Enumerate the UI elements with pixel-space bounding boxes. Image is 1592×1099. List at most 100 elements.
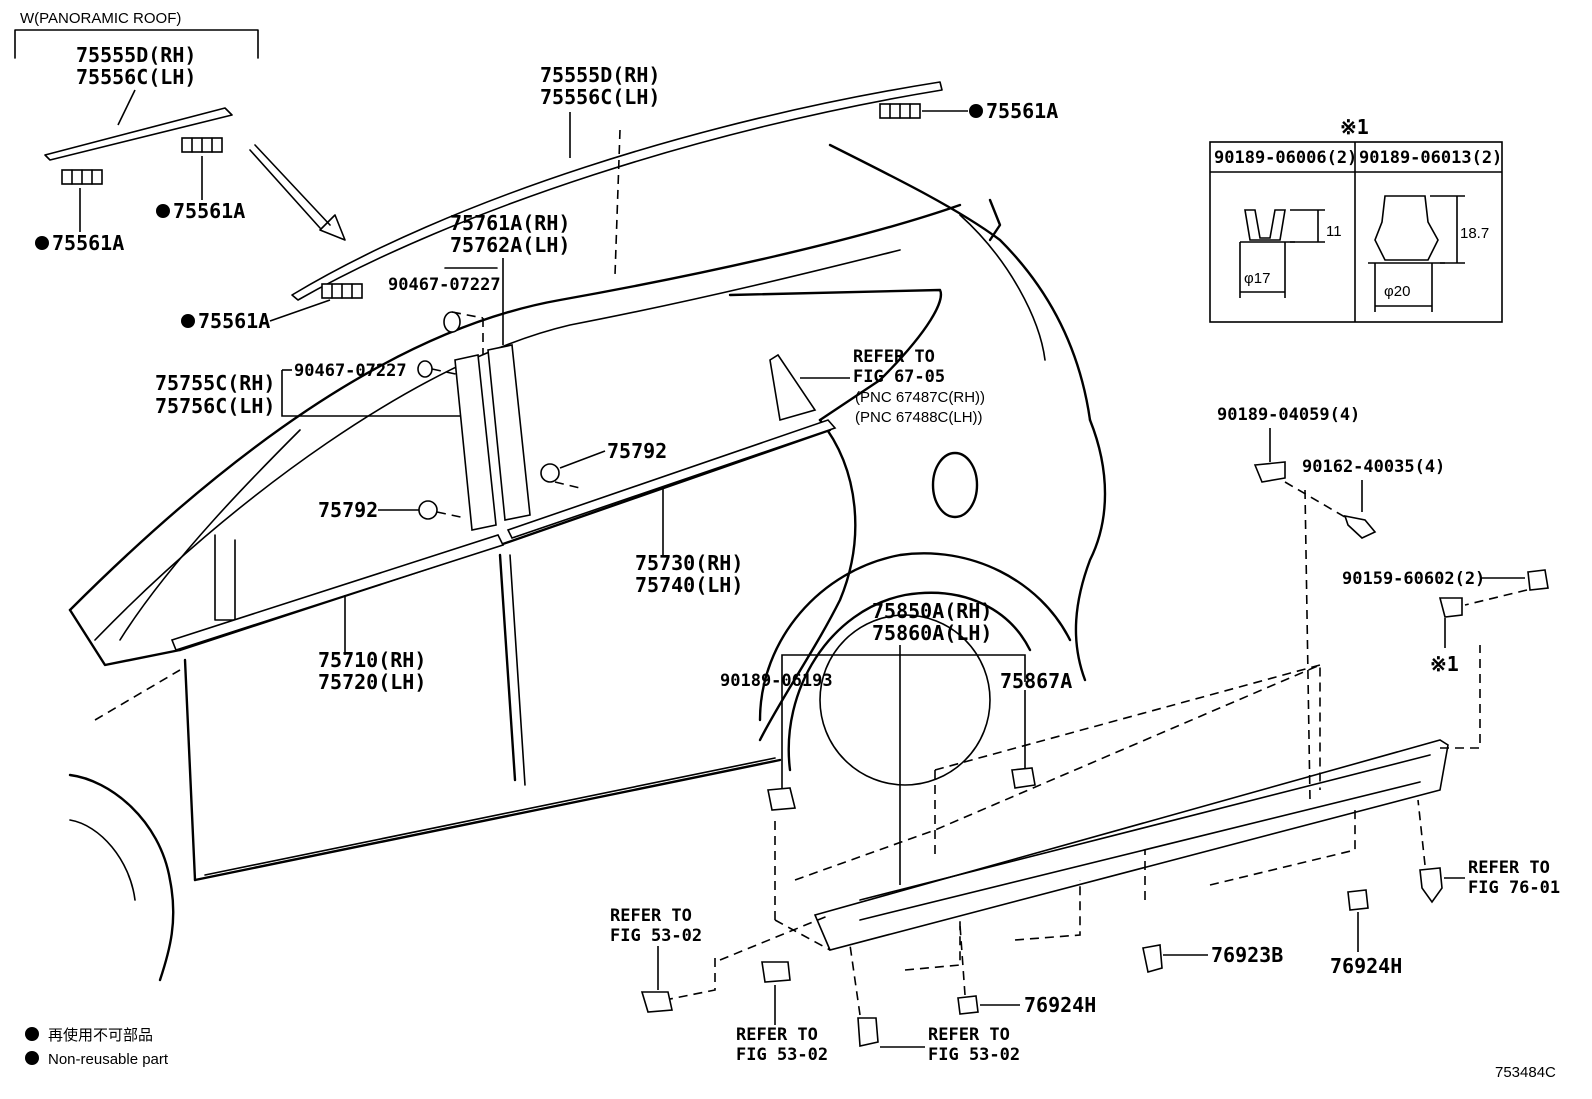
belt-front-lh-label: 75720(LH) (318, 670, 426, 694)
clip-90189-06193-label: 90189-06193 (720, 671, 833, 691)
non-reusable-dot (181, 314, 195, 328)
roof-rail-rh-label: 75555D(RH) (540, 63, 660, 87)
rear-pillar-garnish (487, 344, 531, 521)
panoramic-rail-lh: 75556C(LH) (76, 65, 196, 89)
clip-75867a (1011, 767, 1036, 789)
bolt-lower-label: 90467-07227 (294, 361, 407, 381)
panoramic-roof-rail (44, 107, 233, 161)
clip-90189-06013-rear (1438, 597, 1463, 618)
refer-53-02-b-line2: FIG 53-02 (736, 1045, 828, 1065)
clip-76924h-a (957, 995, 979, 1015)
roof-clip-rear-label: 75561A (986, 99, 1058, 123)
clip-90189-06006-icon (1244, 209, 1286, 241)
clip-75867a-label: 75867A (1000, 669, 1072, 693)
refer-53-02-c-line1: REFER TO (928, 1025, 1010, 1045)
refer-53-02-c-line2: FIG 53-02 (928, 1045, 1020, 1065)
belt-rear-lh-label: 75740(LH) (635, 573, 743, 597)
screw-refer-76-01 (1419, 867, 1443, 904)
legend-en: Non-reusable part (48, 1051, 169, 1068)
clip-90189-06193 (767, 787, 797, 811)
refer-76-01-line2: FIG 76-01 (1468, 878, 1560, 898)
pillar-front-rh-label: 75755C(RH) (155, 371, 275, 395)
inset-dim2-d: φ20 (1384, 283, 1410, 300)
rear-fastener-group: 90189-04059(4) 90162-40035(4) 90159-6060… (1217, 405, 1560, 904)
rocker-rh-label: 75850A(RH) (872, 599, 992, 623)
inset-dim1-h: 11 (1326, 223, 1342, 240)
legend: 再使用不可部品 Non-reusable part (25, 1027, 169, 1068)
direction-arrow-icon (254, 144, 346, 241)
pillar-rear-lh-label: 75762A(LH) (450, 233, 570, 257)
non-reusable-dot (35, 236, 49, 250)
car-body-outline (68, 143, 1107, 982)
clip-75561a-front (321, 283, 363, 299)
screw-90162 (1343, 514, 1377, 539)
pillar-rear-rh-label: 75761A(RH) (450, 211, 570, 235)
inset-mark: ※1 (1340, 115, 1369, 139)
inset-dim1-d: φ17 (1244, 270, 1270, 287)
roof-rail-lh-label: 75556C(LH) (540, 85, 660, 109)
belt-moulding-group: 75730(RH) 75740(LH) 75710(RH) 75720(LH) (170, 419, 837, 694)
panoramic-roof-title: W(PANORAMIC ROOF) (20, 10, 181, 27)
rocker-group: 75850A(RH) 75860A(LH) 90189-06193 75867A (664, 489, 1481, 1001)
lower-fastener-group: REFER TO FIG 53-02 REFER TO FIG 53-02 RE… (610, 889, 1402, 1065)
clip-76923b-label: 76923B (1211, 943, 1283, 967)
clip-75792-a (418, 500, 438, 520)
front-pillar-garnish (454, 354, 497, 531)
roof-rail-group: 75555D(RH) 75556C(LH) 75561A 75561A (181, 63, 1058, 333)
refer-67-05-line1: REFER TO (853, 347, 935, 367)
inset-clip-table: ※1 90189-06006(2) 90189-06013(2) 11 φ17 … (1209, 115, 1503, 323)
clip-75792-a-label: 75792 (318, 498, 378, 522)
inset-col2-header: 90189-06013(2) (1359, 148, 1502, 168)
clip-90189-04059-label: 90189-04059(4) (1217, 405, 1360, 425)
refer-67-05-pnc-rh: (PNC 67487C(RH)) (855, 389, 985, 406)
bolt-90159-label: 90159-60602(2) (1342, 569, 1485, 589)
roof-rail-moulding (291, 81, 943, 301)
rocker-moulding (813, 739, 1449, 951)
rear-belt-moulding (506, 419, 837, 539)
clip-76924h-b-label: 76924H (1330, 954, 1402, 978)
clip-75561a-panoramic-left (61, 169, 103, 185)
refer-67-05-group: REFER TO FIG 67-05 (PNC 67487C(RH)) (PNC… (769, 347, 985, 426)
clip-75792-b (540, 463, 560, 483)
refer-53-02-a-line1: REFER TO (610, 906, 692, 926)
inset-dim2-h: 18.7 (1460, 225, 1489, 242)
non-reusable-dot (156, 204, 170, 218)
refer-76-01-line1: REFER TO (1468, 858, 1550, 878)
legend-jp: 再使用不可部品 (48, 1027, 153, 1044)
panoramic-clip-b-label: 75561A (173, 199, 245, 223)
non-reusable-legend-dot (25, 1027, 39, 1041)
clip-76923b (1142, 944, 1163, 974)
bolt-90467-lower (417, 360, 433, 378)
panoramic-rail-rh: 75555D(RH) (76, 43, 196, 67)
pillar-group: 75761A(RH) 75762A(LH) 90467-07227 75755C… (155, 211, 667, 531)
inset-col1-header: 90189-06006(2) (1214, 148, 1357, 168)
panoramic-clip-a-label: 75561A (52, 231, 124, 255)
refer-67-05-pnc-lh: (PNC 67488C(LH)) (855, 409, 983, 426)
pillar-front-lh-label: 75756C(LH) (155, 394, 275, 418)
roof-clip-front-label: 75561A (198, 309, 270, 333)
bolt-90159 (1527, 569, 1549, 591)
bolt-upper-label: 90467-07227 (388, 275, 501, 295)
clip-90189-04059 (1253, 461, 1286, 483)
bolt-90467-upper (443, 311, 461, 333)
clip-75792-b-label: 75792 (607, 439, 667, 463)
clip-90189-06013-icon (1374, 195, 1439, 261)
belt-front-rh-label: 75710(RH) (318, 648, 426, 672)
rocker-lh-label: 75860A(LH) (872, 621, 992, 645)
front-belt-moulding (170, 534, 505, 651)
refer-53-02-a-line2: FIG 53-02 (610, 926, 702, 946)
screw-90162-label: 90162-40035(4) (1302, 457, 1445, 477)
bolt-refer-53-02-c (857, 1017, 879, 1047)
mark-1-label: ※1 (1430, 652, 1459, 676)
refer-53-02-b-line1: REFER TO (736, 1025, 818, 1045)
clip-76924h-a-label: 76924H (1024, 993, 1096, 1017)
bolt-refer-53-02-a (640, 991, 673, 1013)
non-reusable-dot (969, 104, 983, 118)
non-reusable-legend-dot (25, 1051, 39, 1065)
figure-code: 753484C (1495, 1064, 1556, 1081)
clip-75561a-rear (879, 103, 921, 119)
clip-75561a-panoramic-right (181, 137, 223, 153)
panoramic-roof-group: W(PANORAMIC ROOF) 75555D(RH) 75556C(LH) … (14, 10, 346, 255)
quarter-window-weatherstrip (769, 353, 817, 422)
